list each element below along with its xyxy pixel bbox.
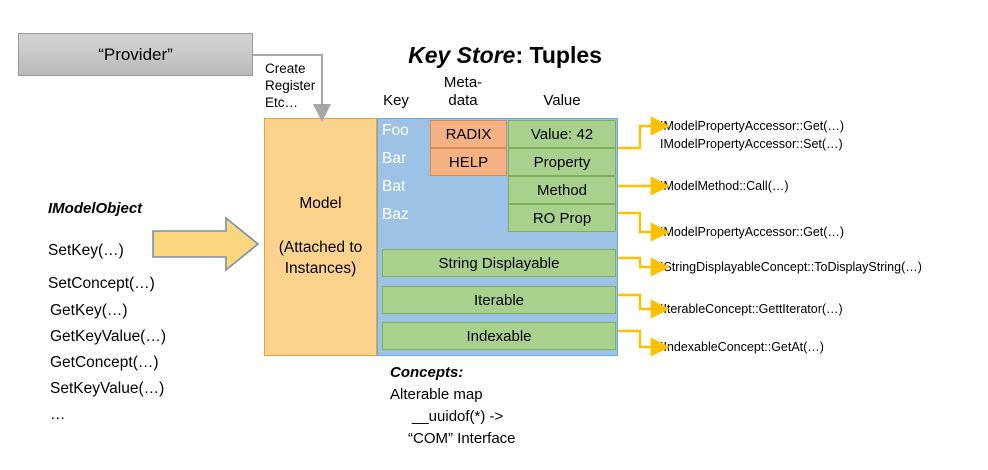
column-header-metadata-line1: Meta- [443, 74, 483, 91]
annotation-property-set: IModelPropertyAccessor::Set(…) [660, 137, 843, 151]
create-register-label: Create Register Etc… [265, 60, 335, 111]
imodelobject-method-setkeyvalue: SetKeyValue(…) [50, 380, 165, 397]
annotation-method-call: IModelMethod::Call(…) [660, 179, 789, 193]
metadata-cell-help: HELP [430, 148, 507, 176]
column-header-metadata-line2: data [448, 92, 478, 109]
imodelobject-method-setkey: SetKey(…) [48, 242, 124, 259]
model-box-subtitle: (Attached to Instances) [265, 237, 376, 279]
annotation-roprop-get: IModelPropertyAccessor::Get(…) [660, 225, 845, 239]
title-rest: : Tuples [515, 42, 602, 68]
value-cell-method: Method [508, 176, 616, 204]
annotation-iterable: IIterableConcept::GettIterator(…) [660, 302, 843, 316]
connector-property [618, 116, 670, 150]
imodelobject-method-getconcept: GetConcept(…) [50, 354, 159, 371]
value-cell-roprop: RO Prop [508, 204, 616, 232]
key-cell-bar: Bar [382, 150, 407, 167]
annotation-indexable: IIndexableConcept::GetAt(…) [660, 340, 824, 354]
annotation-string-displayable: IStringDisplayableConcept::ToDisplayStri… [660, 260, 922, 274]
concepts-caption-line1: Alterable map [390, 386, 483, 403]
imodelobject-getters-list: GetKey(…) GetKeyValue(…) GetConcept(…) S… [50, 298, 166, 428]
model-box-title: Model [299, 195, 342, 212]
imodelobject-title: IModelObject [48, 200, 143, 217]
key-cell-bat: Bat [382, 178, 406, 195]
model-box: Model (Attached to Instances) [264, 118, 377, 356]
value-cell-property: Property [508, 148, 616, 176]
concepts-caption-line3: “COM” Interface [408, 430, 516, 447]
column-header-value: Value [543, 92, 581, 109]
value-cell-value42: Value: 42 [508, 120, 616, 148]
concepts-caption: Concepts: Alterable map __uuidof(*) -> “… [390, 362, 630, 450]
key-store-table: Foo Bar Bat Baz RADIX HELP Value: 42 Pro… [377, 118, 618, 356]
concept-row-string-displayable: String Displayable [382, 249, 616, 277]
column-header-key: Key [383, 92, 409, 109]
provider-box: “Provider” [18, 33, 253, 76]
provider-label: “Provider” [98, 44, 173, 64]
imodelobject-method-getkey: GetKey(…) [50, 302, 128, 319]
annotation-property-get: IModelPropertyAccessor::Get(…) [660, 119, 845, 133]
model-sub-line2: Instances) [284, 260, 357, 277]
connector-iterable [618, 293, 670, 319]
imodelobject-to-model-arrow [152, 216, 260, 272]
imodelobject-method-ellipsis: … [50, 406, 66, 423]
imodelobject-method-setconcept: SetConcept(…) [48, 275, 155, 292]
create-line-2: Register [265, 78, 316, 93]
imodelobject-setters-list: SetKey(…) SetConcept(…) [48, 234, 155, 300]
create-line-1: Create [265, 61, 306, 76]
connector-indexable [618, 329, 670, 357]
key-cell-baz: Baz [382, 206, 409, 223]
connector-string-displayable [618, 256, 670, 277]
connector-roprop [618, 211, 670, 242]
title-emphasis: Key Store [408, 42, 516, 68]
imodelobject-method-getkeyvalue: GetKeyValue(…) [50, 328, 167, 345]
model-sub-line1: (Attached to [278, 239, 363, 256]
page-title: Key Store: Tuples [360, 42, 650, 69]
concepts-caption-header: Concepts: [390, 364, 464, 381]
concept-row-indexable: Indexable [382, 322, 616, 350]
concept-row-iterable: Iterable [382, 286, 616, 314]
metadata-cell-radix: RADIX [430, 120, 507, 148]
column-header-metadata: Meta- data [432, 74, 494, 110]
key-cell-foo: Foo [382, 122, 409, 139]
create-line-3: Etc… [265, 95, 299, 110]
concepts-caption-line2: __uuidof(*) -> [412, 408, 504, 425]
